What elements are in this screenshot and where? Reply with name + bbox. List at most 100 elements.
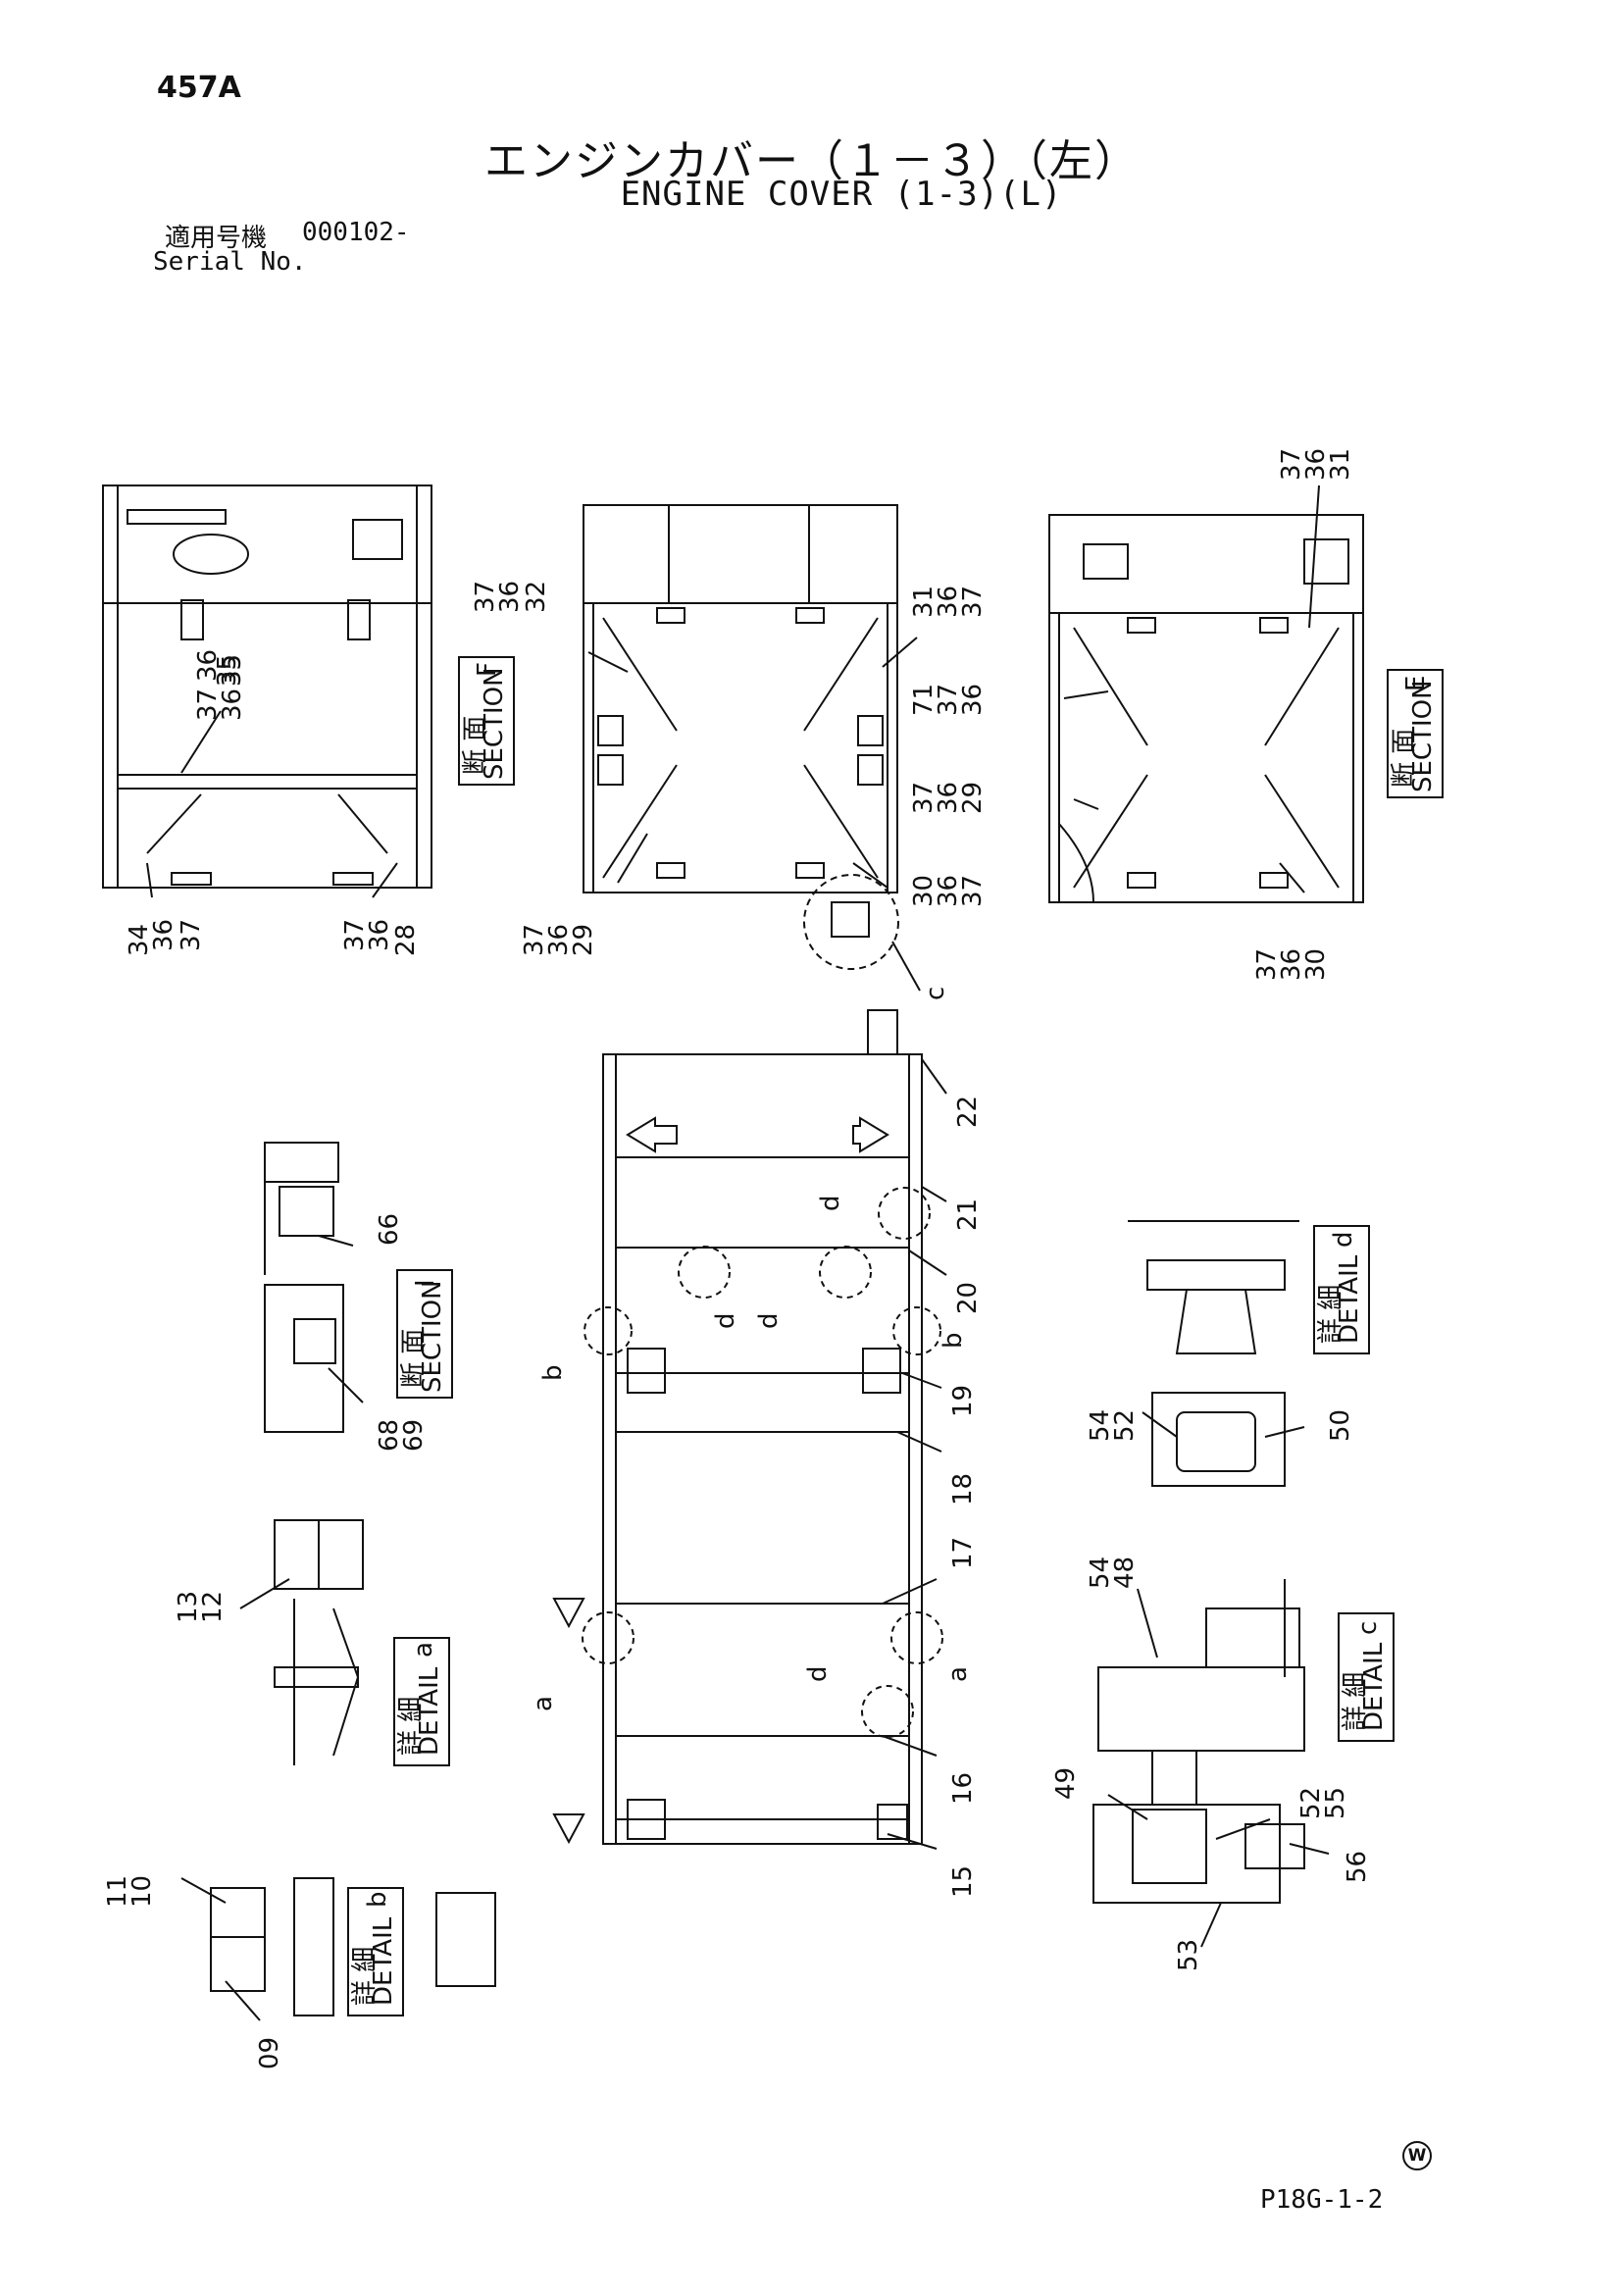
callout: d bbox=[816, 1195, 845, 1211]
callout: d bbox=[803, 1665, 833, 1682]
callout: b bbox=[538, 1364, 568, 1381]
callout: a bbox=[943, 1666, 973, 1682]
w-mark-icon: W bbox=[1402, 2141, 1432, 2170]
callout: 36 bbox=[1277, 948, 1306, 981]
callout: 28 bbox=[391, 924, 421, 956]
callout: 37 bbox=[471, 581, 500, 613]
detail-c-word: DETAIL bbox=[1359, 1642, 1389, 1731]
callout: 18 bbox=[948, 1473, 978, 1505]
serial-number-value: 000102- bbox=[302, 218, 410, 247]
callout: 30 bbox=[1301, 948, 1331, 981]
callout: 29 bbox=[569, 924, 598, 956]
callout: 36 bbox=[218, 689, 247, 721]
section-i-jp: 断 面 bbox=[399, 1329, 429, 1388]
callout: d bbox=[754, 1312, 784, 1329]
callout: c bbox=[921, 987, 950, 1000]
callout: 17 bbox=[948, 1537, 978, 1569]
callout: 13 bbox=[174, 1591, 203, 1623]
callout: 36 bbox=[544, 924, 574, 956]
callout: 30 bbox=[909, 875, 939, 907]
callout: 37 bbox=[193, 689, 223, 721]
callout: 21 bbox=[953, 1199, 983, 1231]
callout: 31 bbox=[909, 586, 939, 618]
callout: 36 bbox=[193, 649, 223, 682]
page-number: 457A bbox=[157, 71, 241, 105]
detail-d-jp: 詳 細 bbox=[1316, 1285, 1345, 1344]
callout: 37 bbox=[520, 924, 549, 956]
detail-a-word: DETAIL bbox=[415, 1666, 444, 1756]
detail-d-letter: d bbox=[1329, 1231, 1358, 1248]
callout: 37 bbox=[909, 782, 939, 814]
section-f-letter: F bbox=[473, 662, 502, 677]
callout: 37 bbox=[177, 919, 206, 951]
callout: 55 bbox=[1321, 1787, 1350, 1819]
detail-d-word: DETAIL bbox=[1335, 1254, 1364, 1344]
title-japanese: エンジンカバー（１－３）（左） bbox=[484, 136, 1140, 186]
callout: 36 bbox=[934, 586, 963, 618]
callout: a bbox=[529, 1696, 558, 1711]
section-i-letter: I bbox=[411, 1279, 440, 1287]
detail-c-letter: c bbox=[1353, 1621, 1383, 1635]
callout: 71 bbox=[909, 684, 939, 716]
callout: 22 bbox=[953, 1096, 983, 1128]
detail-b-word: DETAIL bbox=[369, 1916, 398, 2006]
callout: 49 bbox=[1051, 1767, 1081, 1800]
callout: 35 bbox=[213, 654, 242, 687]
callout: 36 bbox=[934, 875, 963, 907]
section-f-jp: 断 面 bbox=[461, 716, 490, 775]
callout: 52 bbox=[1296, 1787, 1326, 1819]
right-details bbox=[1092, 1220, 1330, 1948]
callout: 16 bbox=[948, 1772, 978, 1805]
view-top-right bbox=[1048, 485, 1364, 903]
callout: 35 bbox=[218, 654, 247, 687]
callout: 37 bbox=[340, 919, 370, 951]
serial-label-english: Serial No. bbox=[153, 247, 307, 277]
section-e-jp: 断 面 bbox=[1390, 729, 1419, 788]
view-top-middle bbox=[583, 504, 921, 992]
callout: 56 bbox=[1343, 1851, 1372, 1883]
callout: 68 bbox=[375, 1419, 404, 1452]
callout: 48 bbox=[1110, 1556, 1140, 1589]
section-e-letter: E bbox=[1401, 676, 1431, 691]
callout: 36 bbox=[149, 919, 178, 951]
callout: 36 bbox=[934, 782, 963, 814]
callout: 34 bbox=[125, 924, 154, 956]
callout: 37 bbox=[1277, 448, 1306, 481]
detail-b-jp: 詳 細 bbox=[350, 1947, 380, 2006]
callout: 36 bbox=[495, 581, 525, 613]
callout: 32 bbox=[522, 581, 551, 613]
callout: 12 bbox=[198, 1591, 228, 1623]
callout: 37 bbox=[958, 586, 988, 618]
detail-c-jp: 詳 細 bbox=[1341, 1672, 1370, 1731]
callout: 37 bbox=[1252, 948, 1282, 981]
callout: 36 bbox=[365, 919, 394, 951]
callout: 36 bbox=[958, 684, 988, 716]
section-i-word: SECTION bbox=[418, 1280, 447, 1393]
detail-a-jp: 詳 細 bbox=[396, 1697, 426, 1756]
callout: 66 bbox=[375, 1213, 404, 1246]
callout: b bbox=[939, 1332, 968, 1349]
title-english: ENGINE COVER (1-3)(L) bbox=[620, 175, 1063, 214]
callout: 09 bbox=[255, 2037, 284, 2069]
detail-a-letter: a bbox=[409, 1642, 438, 1658]
callout: 15 bbox=[948, 1865, 978, 1898]
callout: 54 bbox=[1086, 1409, 1115, 1442]
page-code: P18G-1-2 bbox=[1260, 2185, 1384, 2215]
callout: 37 bbox=[958, 875, 988, 907]
callout: 31 bbox=[1326, 448, 1355, 481]
section-f-word: SECTION bbox=[480, 667, 509, 780]
callout: 10 bbox=[127, 1875, 157, 1908]
callout: 36 bbox=[1301, 448, 1331, 481]
callout: 20 bbox=[953, 1282, 983, 1314]
serial-label-japanese: 適用号機 bbox=[165, 224, 268, 253]
view-plan bbox=[552, 1009, 947, 1850]
callout: 54 bbox=[1086, 1556, 1115, 1589]
callout: 11 bbox=[103, 1875, 132, 1908]
callout: 50 bbox=[1326, 1409, 1355, 1442]
callout: 29 bbox=[958, 782, 988, 814]
callout: 69 bbox=[399, 1419, 429, 1452]
callout: 52 bbox=[1110, 1409, 1140, 1442]
callout: 37 bbox=[934, 684, 963, 716]
callout: 19 bbox=[948, 1385, 978, 1417]
